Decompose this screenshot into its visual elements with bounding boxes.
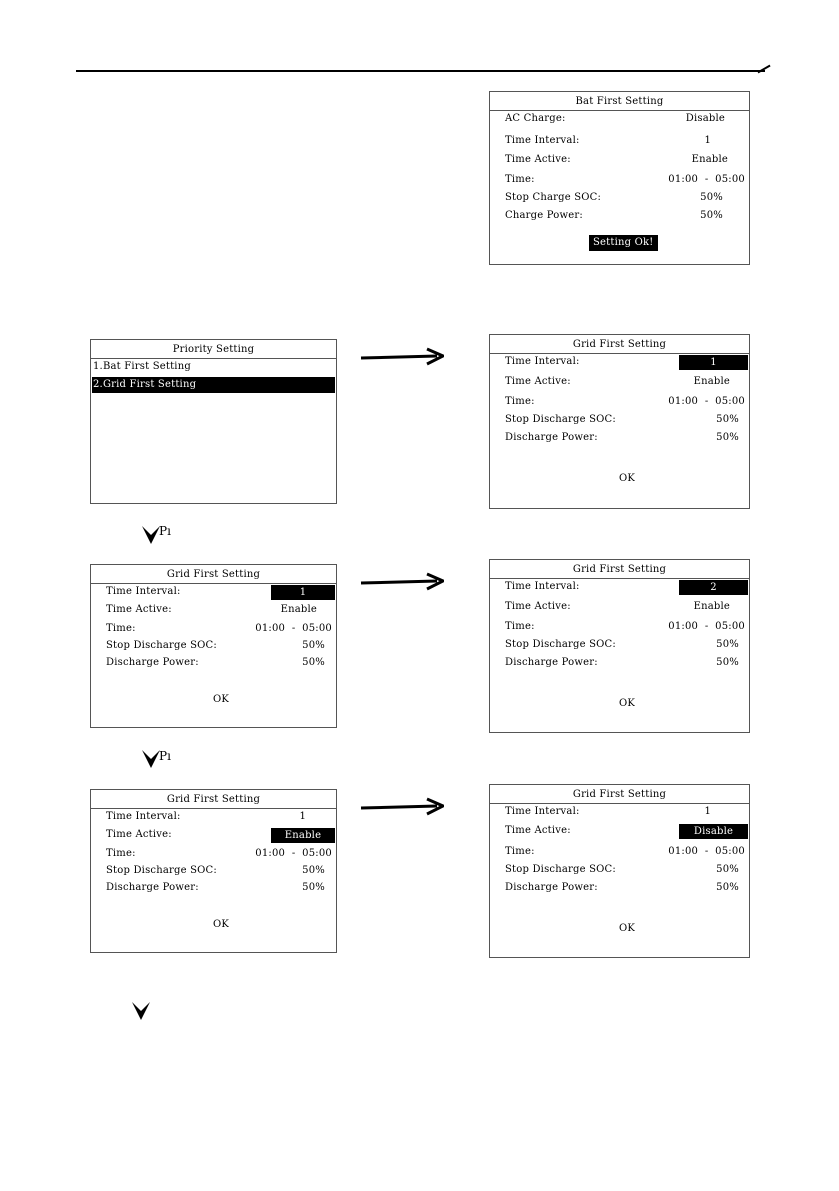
arrow-right-icon	[360, 572, 444, 591]
menu-item-grid-first[interactable]: 2.Grid First Setting	[92, 377, 335, 393]
corner-mark	[757, 64, 771, 74]
bat-first-screen: Bat First Setting AC Charge: Disable Time…	[489, 91, 750, 265]
time-value[interactable]: 01:00 - 05:00	[255, 623, 332, 634]
interval-value[interactable]: 1	[679, 355, 748, 370]
active-label: Time Active:	[505, 154, 571, 165]
screen-title: Grid First Setting	[91, 792, 336, 809]
soc-value[interactable]: 50%	[700, 192, 723, 203]
interval-label: Time Interval:	[505, 135, 580, 146]
interval-value[interactable]: 1	[271, 585, 335, 600]
arrow-right-icon	[360, 797, 444, 816]
power-label: Discharge Power:	[505, 882, 598, 893]
screen-title: Priority Setting	[91, 342, 336, 359]
soc-label: Stop Discharge SOC:	[505, 639, 616, 650]
time-label: Time:	[106, 848, 136, 859]
ok-button[interactable]: OK	[618, 698, 636, 709]
grid-first-screen: Grid First Setting Time Interval: 1 Time …	[90, 789, 337, 953]
ok-button[interactable]: OK	[618, 473, 636, 484]
interval-label: Time Interval:	[505, 806, 580, 817]
step-label: Pı	[159, 749, 171, 763]
soc-value[interactable]: 50%	[716, 414, 739, 425]
menu-item-bat-first[interactable]: 1.Bat First Setting	[93, 361, 191, 372]
priority-screen: Priority Setting 1.Bat First Setting 2.G…	[90, 339, 337, 504]
active-label: Time Active:	[505, 376, 571, 387]
chevron-down-icon	[132, 1002, 150, 1020]
interval-value[interactable]: 1	[704, 135, 711, 146]
interval-value[interactable]: 2	[679, 580, 748, 595]
active-label: Time Active:	[505, 601, 571, 612]
time-value[interactable]: 01:00 - 05:00	[668, 846, 745, 857]
screen-title: Bat First Setting	[490, 94, 749, 111]
ac-charge-value[interactable]: Disable	[685, 113, 725, 124]
power-value[interactable]: 50%	[716, 657, 739, 668]
active-label: Time Active:	[106, 829, 172, 840]
active-value[interactable]: Enable	[693, 601, 730, 612]
active-value[interactable]: Disable	[679, 824, 748, 839]
ac-charge-label: AC Charge:	[505, 113, 566, 124]
active-label: Time Active:	[505, 825, 571, 836]
ok-button[interactable]: OK	[212, 694, 230, 705]
soc-value[interactable]: 50%	[716, 639, 739, 650]
soc-label: Stop Discharge SOC:	[106, 640, 217, 651]
soc-label: Stop Charge SOC:	[505, 192, 602, 203]
screen-title: Grid First Setting	[490, 562, 749, 579]
time-value[interactable]: 01:00 - 05:00	[668, 174, 745, 185]
screen-title: Grid First Setting	[490, 787, 749, 804]
time-label: Time:	[505, 396, 535, 407]
power-label: Discharge Power:	[106, 882, 199, 893]
arrow-right-icon	[360, 347, 444, 366]
ok-button[interactable]: OK	[212, 919, 230, 930]
soc-value[interactable]: 50%	[302, 640, 325, 651]
power-value[interactable]: 50%	[716, 432, 739, 443]
power-label: Discharge Power:	[505, 657, 598, 668]
time-value[interactable]: 01:00 - 05:00	[668, 621, 745, 632]
active-value[interactable]: Enable	[271, 828, 335, 843]
power-label: Charge Power:	[505, 210, 583, 221]
active-value[interactable]: Enable	[691, 154, 728, 165]
interval-label: Time Interval:	[106, 811, 181, 822]
active-value[interactable]: Enable	[280, 604, 317, 615]
grid-first-screen: Grid First Setting Time Interval: 2 Time …	[489, 559, 750, 733]
power-value[interactable]: 50%	[302, 882, 325, 893]
soc-value[interactable]: 50%	[302, 865, 325, 876]
time-value[interactable]: 01:00 - 05:00	[668, 396, 745, 407]
power-value[interactable]: 50%	[700, 210, 723, 221]
time-label: Time:	[505, 174, 535, 185]
screen-title: Grid First Setting	[490, 337, 749, 354]
grid-first-screen: Grid First Setting Time Interval: 1 Time …	[90, 564, 337, 728]
interval-label: Time Interval:	[505, 581, 580, 592]
step-label: Pı	[159, 524, 171, 538]
interval-value[interactable]: 1	[299, 811, 306, 822]
time-label: Time:	[505, 621, 535, 632]
screen-title: Grid First Setting	[91, 567, 336, 584]
soc-label: Stop Discharge SOC:	[505, 414, 616, 425]
soc-label: Stop Discharge SOC:	[106, 865, 217, 876]
soc-value[interactable]: 50%	[716, 864, 739, 875]
grid-first-screen: Grid First Setting Time Interval: 1 Time …	[489, 784, 750, 958]
soc-label: Stop Discharge SOC:	[505, 864, 616, 875]
setting-ok-button[interactable]: Setting Ok!	[589, 235, 658, 251]
ok-button[interactable]: OK	[618, 923, 636, 934]
power-value[interactable]: 50%	[716, 882, 739, 893]
time-label: Time:	[106, 623, 136, 634]
power-value[interactable]: 50%	[302, 657, 325, 668]
header-rule	[76, 70, 765, 72]
power-label: Discharge Power:	[106, 657, 199, 668]
chevron-down-icon	[142, 526, 160, 544]
power-label: Discharge Power:	[505, 432, 598, 443]
interval-value[interactable]: 1	[704, 806, 711, 817]
chevron-down-icon	[142, 750, 160, 768]
interval-label: Time Interval:	[505, 356, 580, 367]
time-label: Time:	[505, 846, 535, 857]
interval-label: Time Interval:	[106, 586, 181, 597]
time-value[interactable]: 01:00 - 05:00	[255, 848, 332, 859]
active-value[interactable]: Enable	[693, 376, 730, 387]
grid-first-screen: Grid First Setting Time Interval: 1 Time …	[489, 334, 750, 509]
active-label: Time Active:	[106, 604, 172, 615]
